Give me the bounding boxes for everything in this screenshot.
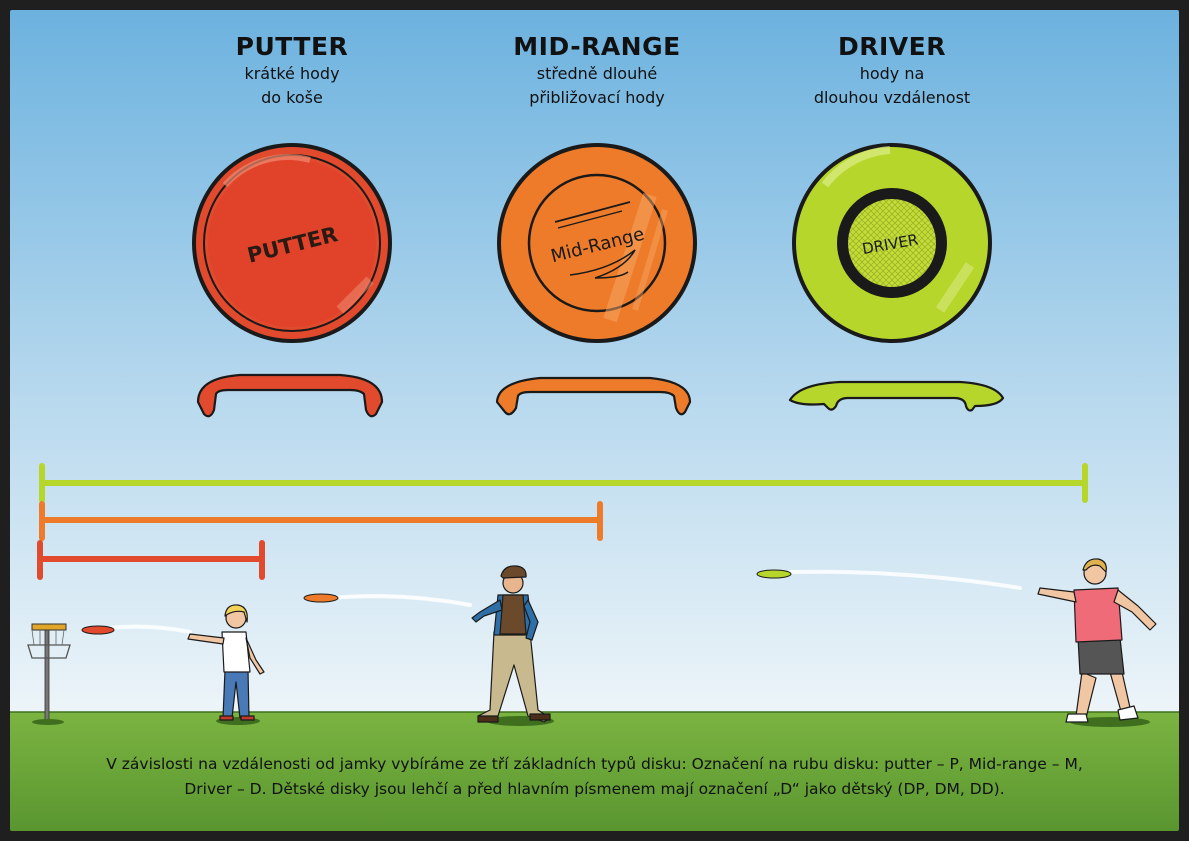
driver-flight-trail	[756, 569, 1022, 590]
mid-range-flight-trail	[303, 593, 472, 607]
caption-line1: V závislosti na vzdálenosti od jamky vyb…	[106, 755, 1083, 773]
putter-subtitle-line2: do koše	[261, 88, 323, 107]
putter-heading: PUTTER krátké hody do koše	[162, 32, 422, 110]
disc-golf-basket-icon	[27, 623, 71, 725]
child-player-figure	[187, 604, 265, 725]
mid-range-subtitle-line1: středně dlouhé	[536, 64, 658, 83]
grass	[10, 712, 1179, 831]
mid-range-subtitle-line2: přibližovací hody	[529, 88, 665, 107]
putter-subtitle-line1: krátké hody	[244, 64, 340, 83]
driver-subtitle-line2: dlouhou vzdálenost	[813, 88, 971, 107]
illustration-frame: PUTTER Mid-Range DRIVER	[10, 10, 1179, 831]
mid-range-profile-icon	[495, 376, 692, 416]
mid-range-range-bar	[39, 501, 603, 541]
driver-heading: DRIVER hody na dlouhou vzdálenost	[762, 32, 1022, 110]
mid-range-heading: MID-RANGE středně dlouhé přibližovací ho…	[467, 32, 727, 110]
putter-profile-icon	[196, 373, 384, 418]
caption: V závislosti na vzdálenosti od jamky vyb…	[30, 752, 1159, 802]
mid-range-player-figure	[471, 565, 554, 726]
mid-range-disc-icon: Mid-Range	[497, 143, 697, 343]
driver-range-bar	[39, 463, 1088, 503]
driver-title: DRIVER	[838, 32, 946, 61]
putter-disc-icon: PUTTER	[192, 143, 392, 343]
caption-line2: Driver – D. Dětské disky jsou lehčí a př…	[184, 780, 1005, 798]
driver-subtitle-line1: hody na	[859, 64, 925, 83]
driver-profile-icon	[788, 380, 1005, 412]
mid-range-title: MID-RANGE	[513, 32, 681, 61]
sky	[10, 10, 1179, 720]
driver-disc-icon: DRIVER	[792, 143, 992, 343]
putter-title: PUTTER	[235, 32, 349, 61]
driver-player-figure	[1037, 558, 1157, 727]
putter-flight-trail	[81, 624, 192, 635]
putter-range-bar	[37, 540, 265, 580]
disc-golf-scene: PUTTER Mid-Range DRIVER	[10, 10, 1179, 831]
